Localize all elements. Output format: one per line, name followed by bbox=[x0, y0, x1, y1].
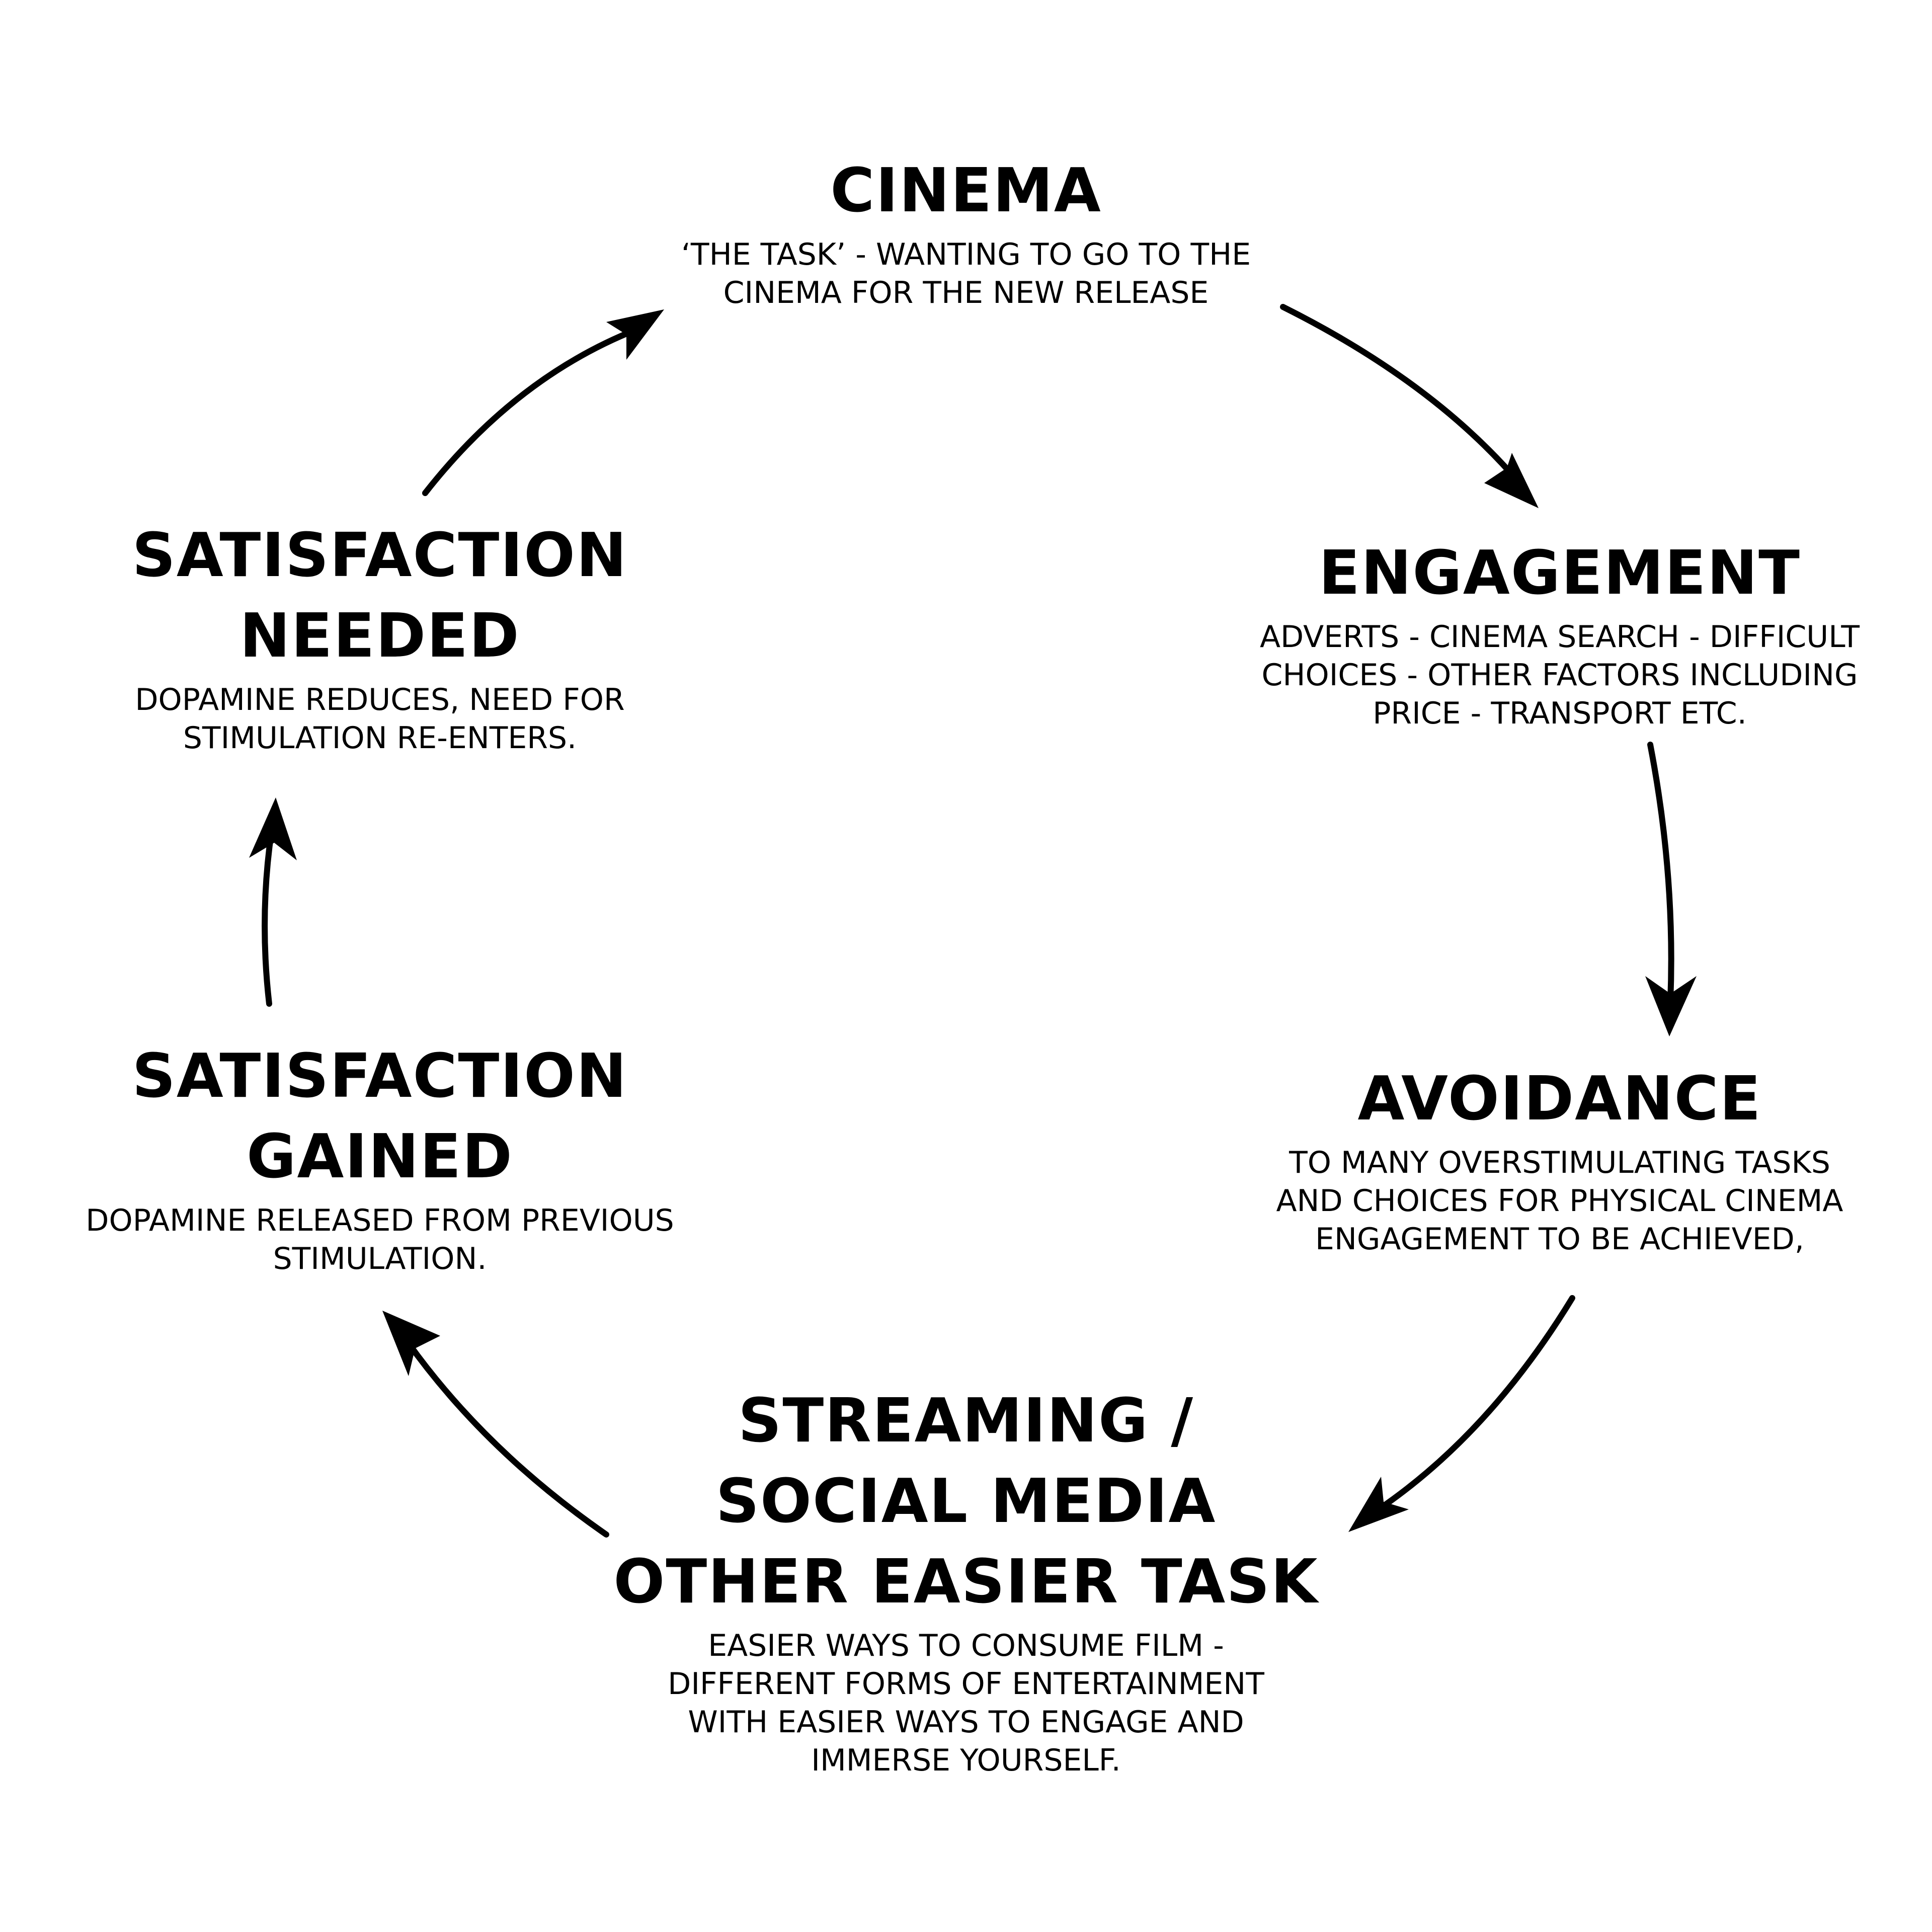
node-description: ‘THE TASK’ - WANTING TO GO TO THE CINEMA… bbox=[681, 237, 1251, 310]
node-title: CINEMA bbox=[830, 156, 1102, 226]
node-satisfaction-needed: SATISFACTION NEEDED DOPAMINE REDUCES, NE… bbox=[132, 516, 628, 757]
arrow-cinema-to-engagement bbox=[1280, 304, 1539, 508]
node-description: DOPAMINE REDUCES, NEED FOR STIMULATION R… bbox=[135, 682, 625, 756]
node-description: EASIER WAYS TO CONSUME FILM - DIFFERENT … bbox=[668, 1628, 1264, 1778]
arrow-engagement-to-avoidance bbox=[1645, 742, 1697, 1036]
arrow-gained-to-needed bbox=[249, 797, 297, 1007]
node-title: STREAMING / SOCIAL MEDIA OTHER EASIER TA… bbox=[613, 1386, 1319, 1617]
node-description: DOPAMINE RELEASED FROM PREVIOUS STIMULAT… bbox=[86, 1203, 674, 1276]
node-title: ENGAGEMENT bbox=[1319, 538, 1801, 608]
node-cinema: CINEMA ‘THE TASK’ - WANTING TO GO TO THE… bbox=[681, 151, 1251, 312]
node-title: SATISFACTION NEEDED bbox=[132, 521, 628, 671]
node-description: TO MANY OVERSTIMULATING TASKS AND CHOICE… bbox=[1276, 1145, 1843, 1257]
node-title: AVOIDANCE bbox=[1357, 1064, 1762, 1134]
arrow-streaming-to-gained bbox=[382, 1311, 609, 1538]
arrow-avoidance-to-streaming bbox=[1348, 1295, 1575, 1532]
node-streaming: STREAMING / SOCIAL MEDIA OTHER EASIER TA… bbox=[613, 1381, 1318, 1780]
node-description: ADVERTS - CINEMA SEARCH - DIFFICULT CHOI… bbox=[1259, 619, 1860, 731]
node-engagement: ENGAGEMENT ADVERTS - CINEMA SEARCH - DIF… bbox=[1260, 533, 1860, 733]
node-avoidance: AVOIDANCE TO MANY OVERSTIMULATING TASKS … bbox=[1276, 1059, 1843, 1258]
node-title: SATISFACTION GAINED bbox=[132, 1041, 628, 1192]
node-satisfaction-gained: SATISFACTION GAINED DOPAMINE RELEASED FR… bbox=[86, 1036, 674, 1278]
arrow-needed-to-cinema bbox=[422, 309, 664, 496]
